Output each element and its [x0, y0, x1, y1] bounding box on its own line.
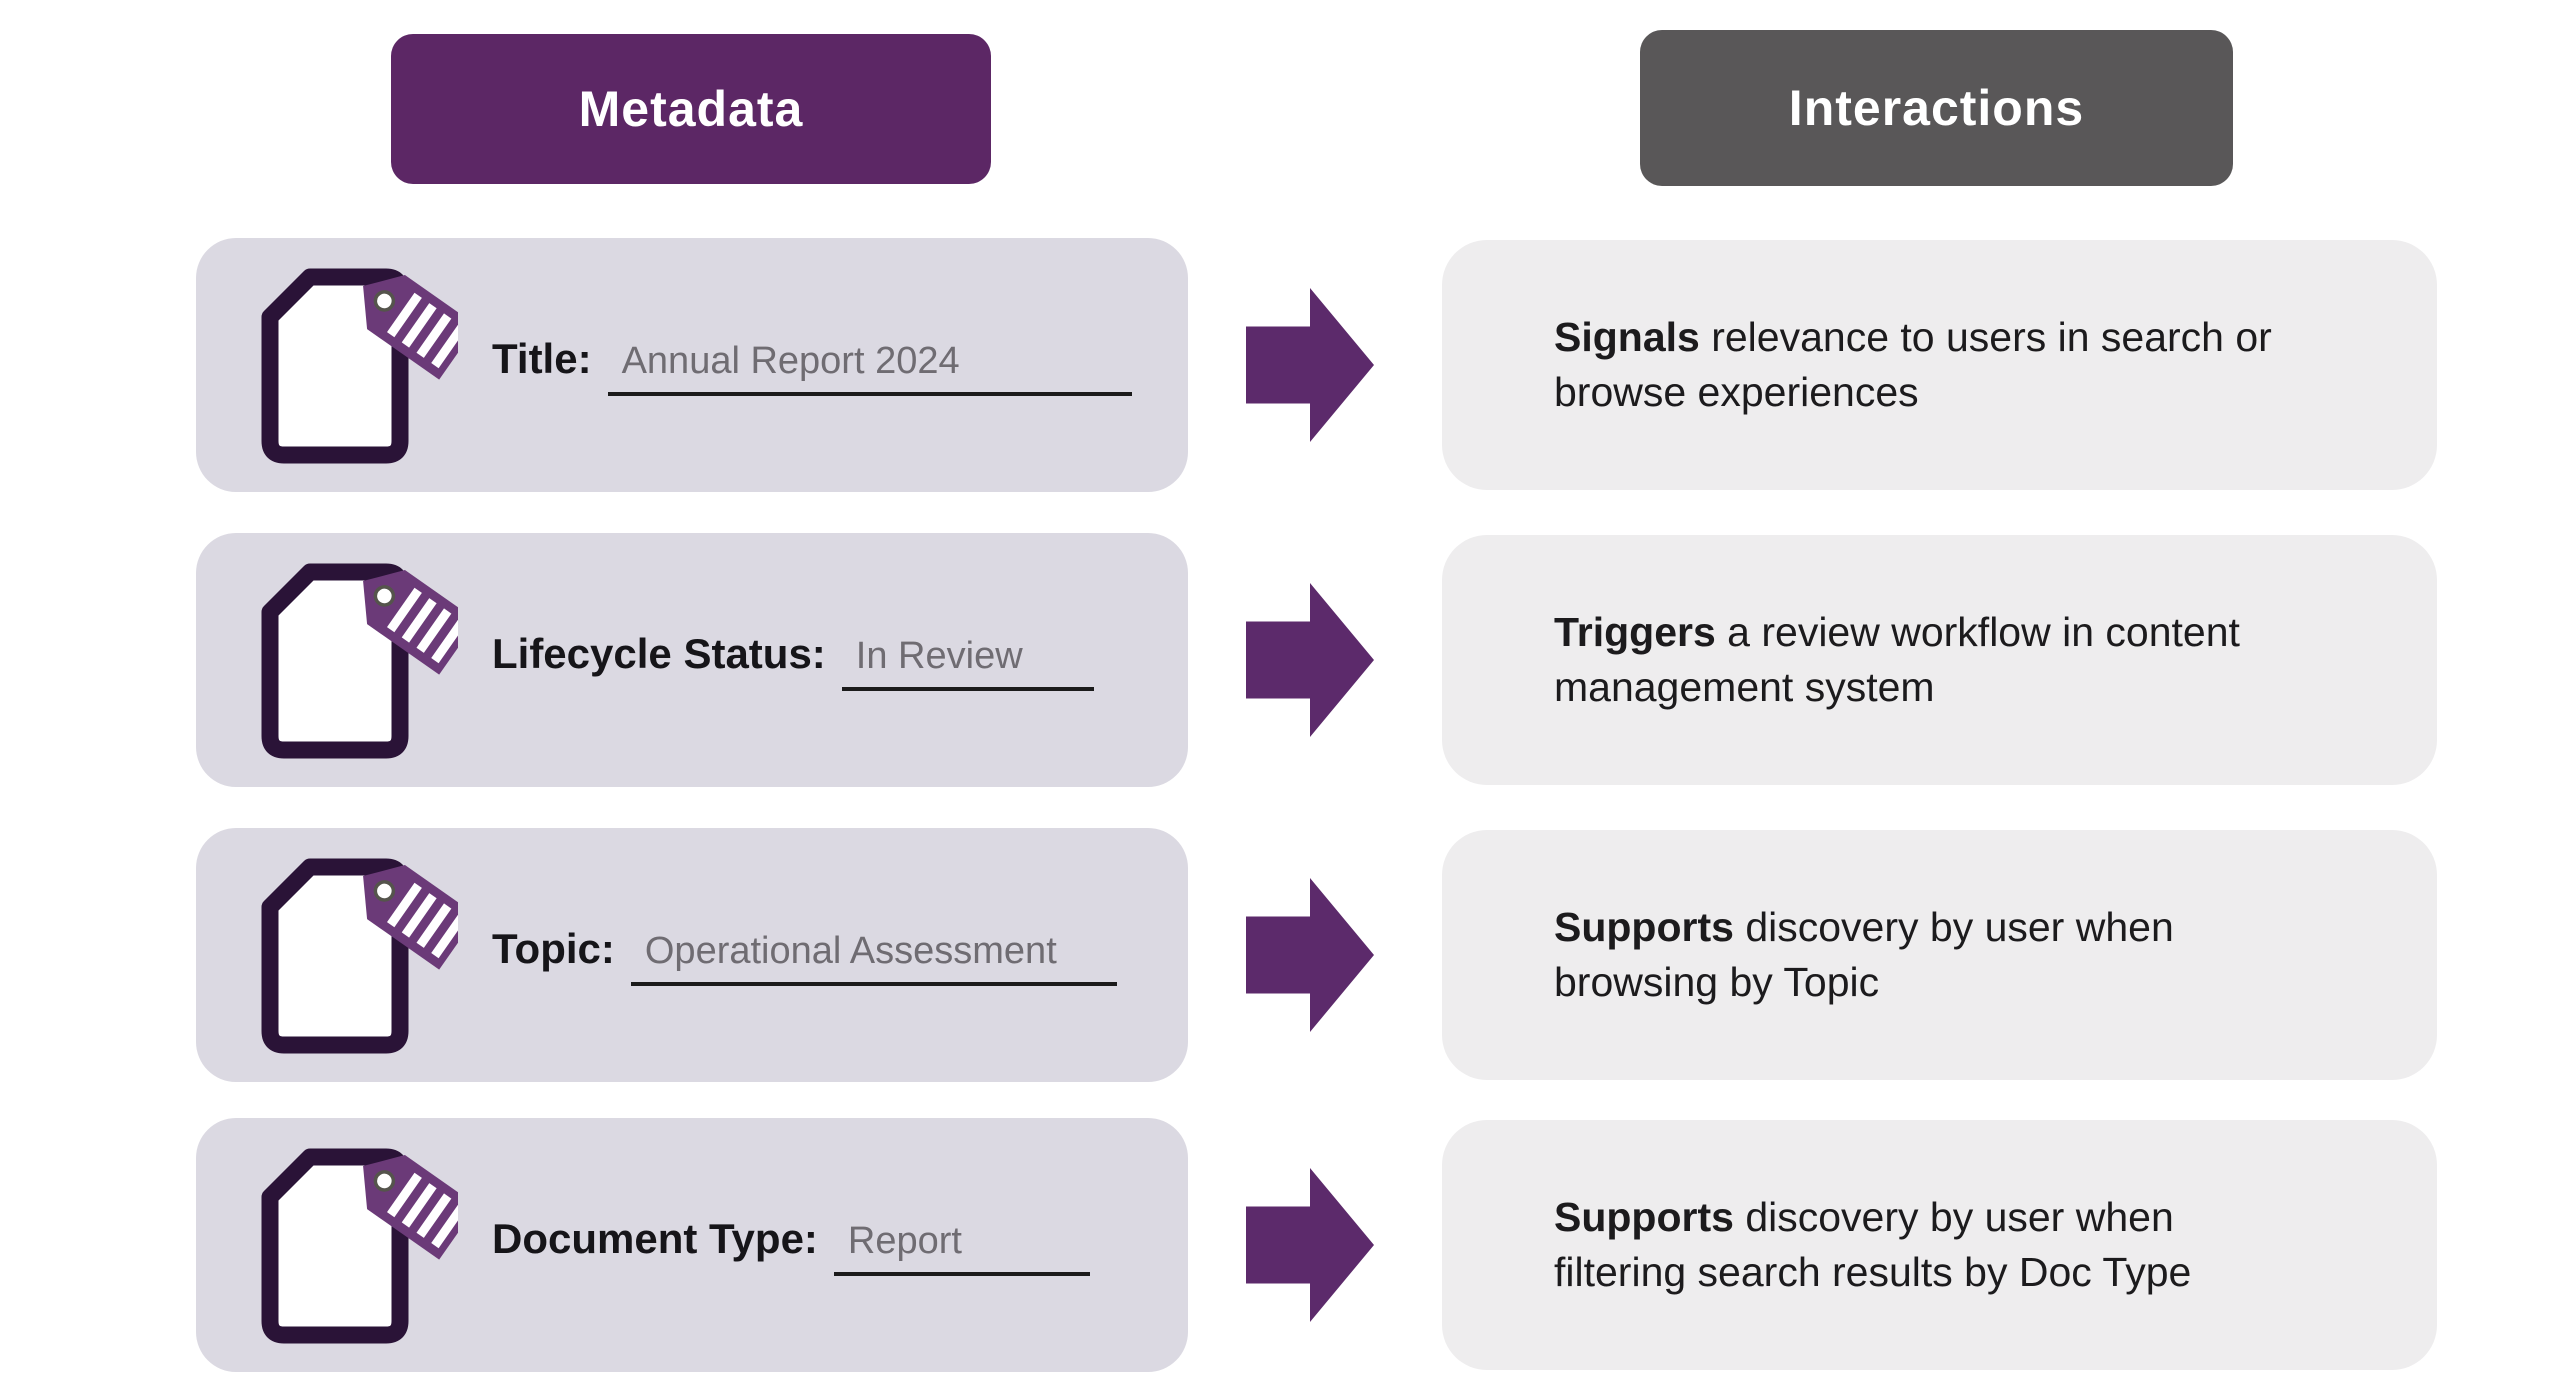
interaction-description: Supports discovery by user when browsing… [1554, 900, 2174, 1009]
interaction-detail: relevance to users in search or browse e… [1554, 314, 2272, 415]
right-arrow-icon [1246, 583, 1374, 737]
document-tag-icon [261, 563, 458, 759]
interaction-keyword: Supports [1554, 1194, 1734, 1241]
interaction-keyword: Supports [1554, 904, 1734, 951]
interaction-detail: a review workflow in content management … [1554, 609, 2240, 710]
metadata-field-label: Topic: [492, 924, 615, 972]
interaction-keyword: Signals [1554, 314, 1700, 361]
interaction-description: Supports discovery by user when filterin… [1554, 1190, 2191, 1299]
document-tag-icon [261, 1148, 458, 1344]
row-topic: Topic: Operational Assessment Supports d… [0, 828, 2560, 1082]
row-lifecycle-status: Lifecycle Status: In Review Triggers a r… [0, 533, 2560, 787]
right-arrow-icon [1246, 288, 1374, 442]
metadata-field-value: In Review [841, 635, 1094, 691]
right-arrow-icon [1246, 1168, 1374, 1322]
metadata-field-value: Annual Report 2024 [607, 340, 1132, 396]
interaction-detail: discovery by user when filtering search … [1554, 1194, 2192, 1295]
metadata-field-value: Report [833, 1220, 1090, 1276]
metadata-column-header: Metadata [391, 34, 991, 184]
interaction-card: Signals relevance to users in search or … [1442, 240, 2437, 490]
row-document-type: Document Type: Report Supports discovery… [0, 1118, 2560, 1372]
metadata-card: Title: Annual Report 2024 [196, 238, 1188, 492]
row-title: Title: Annual Report 2024 Signals releva… [0, 238, 2560, 492]
interaction-keyword: Triggers [1554, 609, 1716, 656]
interaction-card: Supports discovery by user when filterin… [1442, 1120, 2437, 1370]
interaction-detail: discovery by user when browsing by Topic [1554, 904, 2174, 1005]
interaction-card: Triggers a review workflow in content ma… [1442, 535, 2437, 785]
interactions-column-header: Interactions [1640, 30, 2233, 186]
interaction-description: Signals relevance to users in search or … [1554, 310, 2272, 419]
interaction-description: Triggers a review workflow in content ma… [1554, 605, 2240, 714]
metadata-field-label: Lifecycle Status: [492, 629, 826, 677]
interaction-card: Supports discovery by user when browsing… [1442, 830, 2437, 1080]
metadata-field-label: Title: [492, 334, 592, 382]
metadata-card: Lifecycle Status: In Review [196, 533, 1188, 787]
document-tag-icon [261, 858, 458, 1054]
metadata-card: Document Type: Report [196, 1118, 1188, 1372]
right-arrow-icon [1246, 878, 1374, 1032]
metadata-field-value: Operational Assessment [630, 930, 1117, 986]
document-tag-icon [261, 268, 458, 464]
metadata-field-label: Document Type: [492, 1214, 818, 1262]
metadata-card: Topic: Operational Assessment [196, 828, 1188, 1082]
